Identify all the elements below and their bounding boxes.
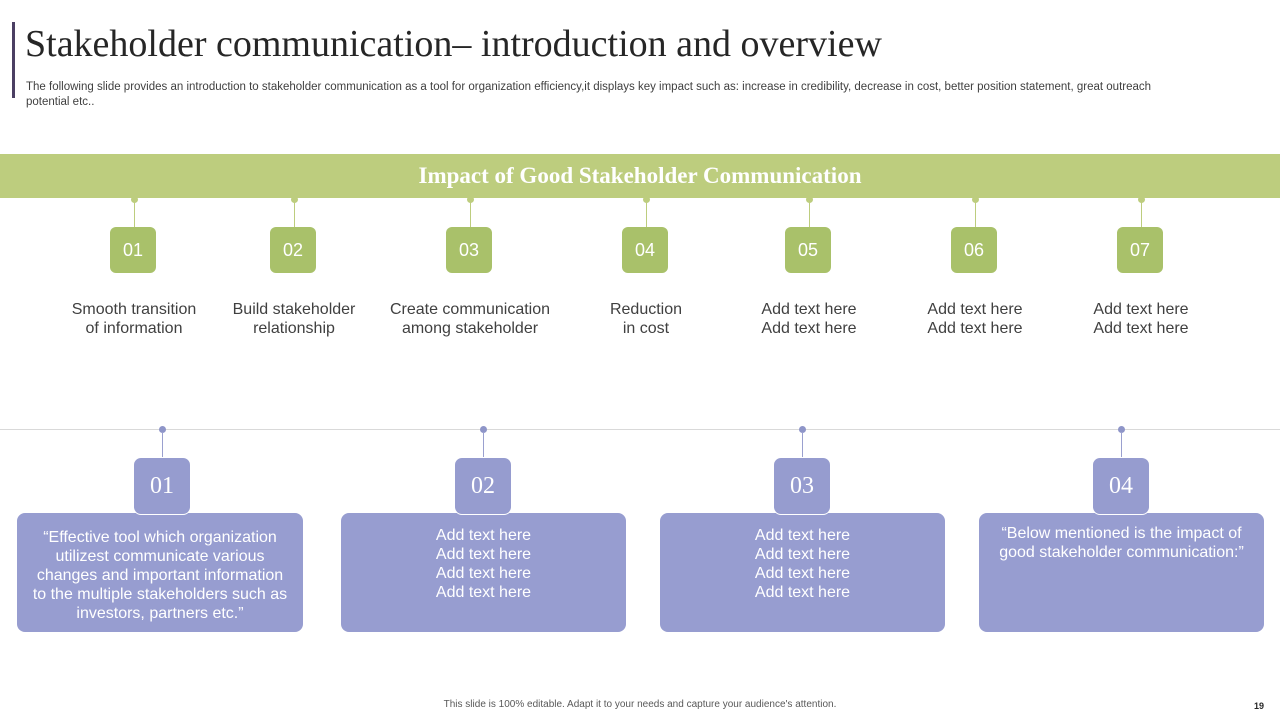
card-text-line: Add text here [435,546,532,563]
impact-text-line: Create communication [389,301,551,318]
card-number-badge: 03 [773,457,831,515]
footer-note: This slide is 100% editable. Adapt it to… [443,699,837,710]
impact-text-line: Add text here [761,320,857,337]
card-text-line: Add text here [435,584,532,601]
connector-dot [972,196,979,203]
impact-number-badge: 02 [270,227,316,273]
page-number: 19 [1253,701,1264,711]
connector-dot [643,196,650,203]
impact-text-line: Add text here [761,301,857,318]
connector-line [975,200,976,228]
card-text-line: Add text here [754,565,851,582]
connector-dot [799,426,806,433]
connector-line [646,200,647,228]
connector-dot [159,426,166,433]
impact-text-line: Add text here [927,320,1023,337]
card-text-line: Add text here [754,546,851,563]
impact-text: Add text here Add text here [890,300,1060,338]
connector-dot [1138,196,1145,203]
impact-text-line: Build stakeholder [232,301,356,318]
impact-banner: Impact of Good Stakeholder Communication [0,154,1280,198]
impact-text-line: Add text here [1093,301,1189,318]
impact-number-badge: 06 [951,227,997,273]
connector-line [294,200,295,228]
connector-dot [1118,426,1125,433]
impact-text: Build stakeholder relationship [209,300,379,338]
impact-text-line: Add text here [1093,320,1189,337]
card-body: Add text here Add text here Add text her… [341,513,626,632]
page-title: Stakeholder communication– introduction … [25,23,882,65]
impact-text-line: relationship [253,320,335,337]
connector-line [1121,432,1122,458]
impact-number-badge: 05 [785,227,831,273]
impact-text: Reduction in cost [561,300,731,338]
card-text-line: Add text here [754,527,851,544]
connector-dot [480,426,487,433]
impact-text-line: of information [85,320,183,337]
card-number-badge: 01 [133,457,191,515]
connector-line [134,200,135,228]
connector-line [1141,200,1142,228]
impact-text: Add text here Add text here [724,300,894,338]
connector-line [802,432,803,458]
impact-number-badge: 07 [1117,227,1163,273]
impact-text-line: Smooth transition [71,301,197,318]
divider-line [0,429,1280,430]
impact-number-badge: 04 [622,227,668,273]
connector-dot [806,196,813,203]
impact-text: Add text here Add text here [1056,300,1226,338]
connector-dot [291,196,298,203]
impact-number-badge: 03 [446,227,492,273]
connector-line [470,200,471,228]
impact-text-line: Reduction [609,301,683,318]
card-number-badge: 04 [1092,457,1150,515]
connector-line [162,432,163,458]
card-body: “Below mentioned is the impact of good s… [979,513,1264,632]
impact-text-line: Add text here [927,301,1023,318]
impact-banner-title: Impact of Good Stakeholder Communication [418,163,862,188]
card-text-line: Add text here [435,565,532,582]
card-text-line: Add text here [435,527,532,544]
card-body: “Effective tool which organization utili… [17,513,303,632]
connector-dot [467,196,474,203]
impact-text: Create communication among stakeholder [380,300,560,338]
impact-text: Smooth transition of information [49,300,219,338]
title-accent-bar [12,22,15,98]
connector-line [483,432,484,458]
card-number-badge: 02 [454,457,512,515]
connector-dot [131,196,138,203]
impact-text-line: among stakeholder [401,320,539,337]
card-body: Add text here Add text here Add text her… [660,513,945,632]
page-subtitle: The following slide provides an introduc… [26,81,1152,108]
card-text-line: Add text here [754,584,851,601]
connector-line [809,200,810,228]
impact-text-line: in cost [622,320,670,337]
impact-number-badge: 01 [110,227,156,273]
